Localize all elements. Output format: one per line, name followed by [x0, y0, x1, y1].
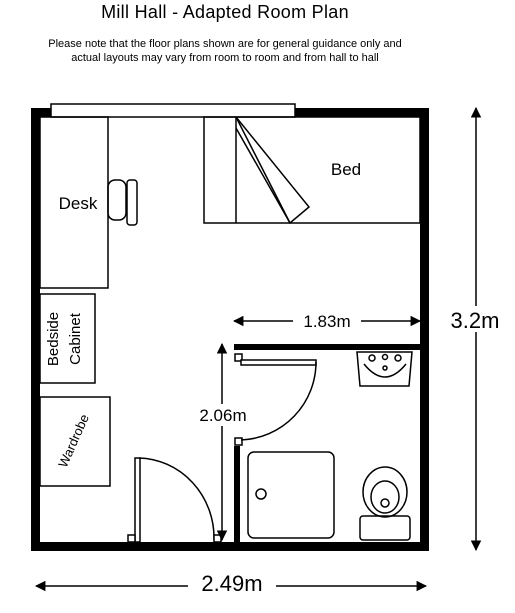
bed-label: Bed	[331, 160, 361, 179]
window	[50, 103, 296, 118]
bedside-cabinet-label-1: Bedside	[45, 312, 62, 366]
height-dimension-label: 3.2m	[451, 308, 500, 333]
page-title: Mill Hall - Adapted Room Plan	[101, 2, 349, 22]
entrance-door-leaf	[134, 457, 141, 543]
bathroom-wall-left	[234, 446, 240, 546]
bedside-cabinet-label-2: Cabinet	[67, 312, 84, 365]
toilet-icon	[359, 466, 411, 541]
outer-walls	[31, 108, 429, 551]
entrance-door-jamb-right	[213, 534, 222, 543]
bedside-cabinet	[39, 293, 96, 384]
wardrobe	[39, 396, 111, 487]
wardrobe-label: Wardrobe	[55, 412, 92, 470]
disclaimer-line-1: Please note that the floor plans shown a…	[48, 38, 402, 50]
bathroom-door-leaf	[240, 359, 317, 366]
shower-drain-icon	[255, 488, 267, 500]
chair-back-icon	[126, 179, 138, 226]
bathroom-wall-top	[234, 344, 424, 350]
wall-bottom	[31, 542, 429, 551]
width-label-bg	[188, 569, 276, 595]
chair-icon	[107, 179, 127, 221]
bed-fold-crease	[235, 116, 291, 224]
desk-label: Desk	[59, 194, 98, 213]
width-dimension-label: 2.49m	[201, 571, 262, 596]
wall-left	[31, 108, 40, 551]
bathroom-width-label: 1.83m	[303, 312, 350, 331]
bathroom-depth-label: 2.06m	[199, 406, 246, 425]
bathroom-width-label-bg	[293, 310, 361, 332]
sink-icon	[356, 351, 413, 387]
bathroom-walls	[234, 344, 424, 546]
bathroom-door-jamb-top	[234, 353, 243, 362]
disclaimer-note: Please note that the floor plans shown a…	[0, 37, 450, 65]
height-label-bg	[444, 306, 506, 332]
bathroom-door-jamb-bottom	[234, 437, 243, 446]
entrance-door-swing	[138, 457, 215, 541]
wall-right	[420, 108, 429, 551]
disclaimer-line-2: actual layouts may vary from room to roo…	[71, 52, 379, 64]
shower-tray	[247, 451, 335, 539]
bed	[203, 116, 421, 224]
bathroom-door-swing	[240, 361, 317, 441]
bathroom-depth-label-bg	[190, 404, 256, 426]
bed-fold-icon	[235, 116, 311, 225]
entrance-door-jamb-left	[127, 534, 136, 543]
